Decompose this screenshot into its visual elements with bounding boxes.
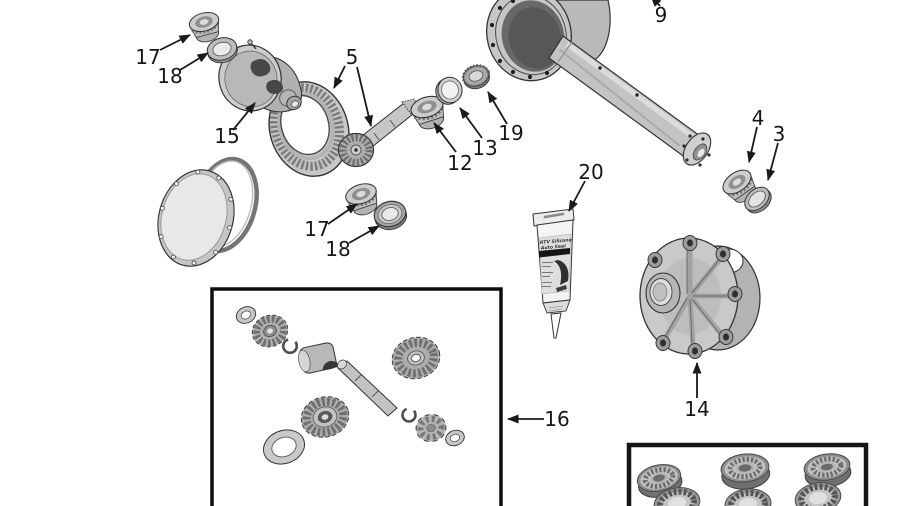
cover-bolt-holes	[158, 169, 234, 266]
callout-12: 12	[447, 151, 473, 175]
callout-13: 13	[472, 136, 498, 160]
pinion-gear	[337, 98, 420, 168]
tube-brand-line1: RTV Silicone	[540, 237, 572, 246]
callout-arrows	[159, 0, 779, 424]
cross-shaft	[337, 359, 398, 417]
callout-3: 3	[772, 122, 786, 146]
pinion-bearing	[410, 95, 445, 130]
sealant-tube: RTV Silicone Auto Seal	[532, 208, 575, 339]
outer-pinion-bearing	[722, 169, 757, 203]
callout-14: 14	[684, 397, 710, 421]
bearing-kit-box	[626, 442, 869, 506]
carrier-bolt	[247, 39, 253, 45]
tube-brand-line2: Auto Seal	[540, 243, 567, 251]
spider-gear-kit-box	[210, 287, 503, 506]
callout-18-upper: 18	[157, 64, 183, 88]
inner-pinion-bearing-race	[206, 37, 238, 64]
callout-4: 4	[751, 106, 765, 130]
bearing-spacer	[435, 76, 463, 105]
callout-18-lower: 18	[325, 237, 351, 261]
differential-case	[639, 235, 761, 359]
callout-17-upper: 17	[135, 45, 161, 69]
axle-housing	[485, 0, 712, 167]
outer-pinion-bearing-race	[744, 186, 772, 214]
case-bolt-bosses	[647, 235, 743, 359]
callout-16: 16	[544, 407, 570, 431]
inner-pinion-bearing	[188, 11, 220, 43]
side-bearing	[345, 183, 378, 216]
callout-17-lower: 17	[304, 217, 330, 241]
callout-19: 19	[498, 121, 524, 145]
callout-20: 20	[578, 160, 604, 184]
side-bearing-race	[373, 200, 408, 231]
callout-5: 5	[345, 45, 359, 69]
oil-slinger	[461, 64, 491, 90]
callout-9: 9	[654, 3, 668, 27]
callout-15: 15	[214, 124, 240, 148]
diff-cover	[157, 169, 235, 267]
differential-carrier	[218, 39, 303, 113]
